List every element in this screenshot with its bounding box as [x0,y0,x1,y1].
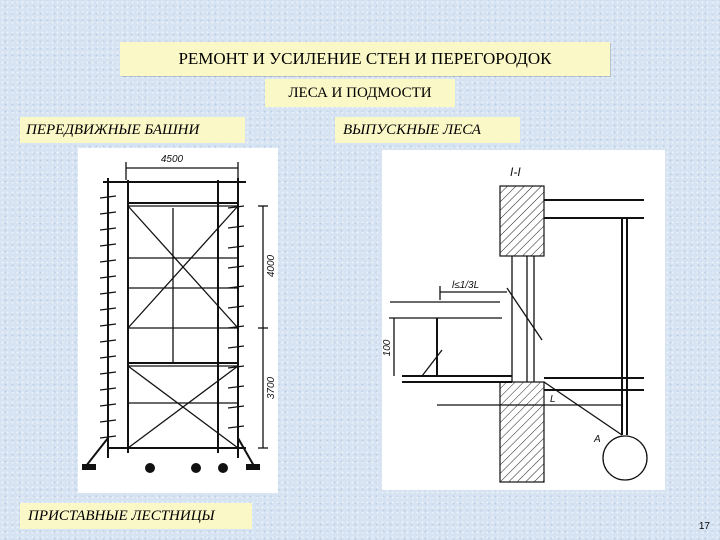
dim-lower-label: 3700 [266,376,277,399]
dim-span-label: L [550,394,556,405]
point-a-label: A [593,434,601,445]
dim-reach-label: l≤1/3L [452,280,479,291]
section-mark-label: I-I [510,165,521,179]
section-heading-towers: ПЕРЕДВИЖНЫЕ БАШНИ [20,117,245,143]
dim-height-label: 100 [382,339,393,356]
mobile-tower-drawing: 4500 4000 3700 [78,148,278,493]
bracket-scaffold-drawing: I-I l≤1/3L 100 L A [382,150,665,490]
section-heading-bracket-scaffold: ВЫПУСКНЫЕ ЛЕСА [335,117,520,143]
slide-subtitle: ЛЕСА И ПОДМОСТИ [265,79,455,107]
dim-width-label: 4500 [161,154,184,165]
section-heading-ladders: ПРИСТАВНЫЕ ЛЕСТНИЦЫ [20,503,252,529]
dim-upper-label: 4000 [266,254,277,277]
slide-title: РЕМОНТ И УСИЛЕНИЕ СТЕН И ПЕРЕГОРОДОК [120,42,610,76]
page-number: 17 [698,521,710,532]
